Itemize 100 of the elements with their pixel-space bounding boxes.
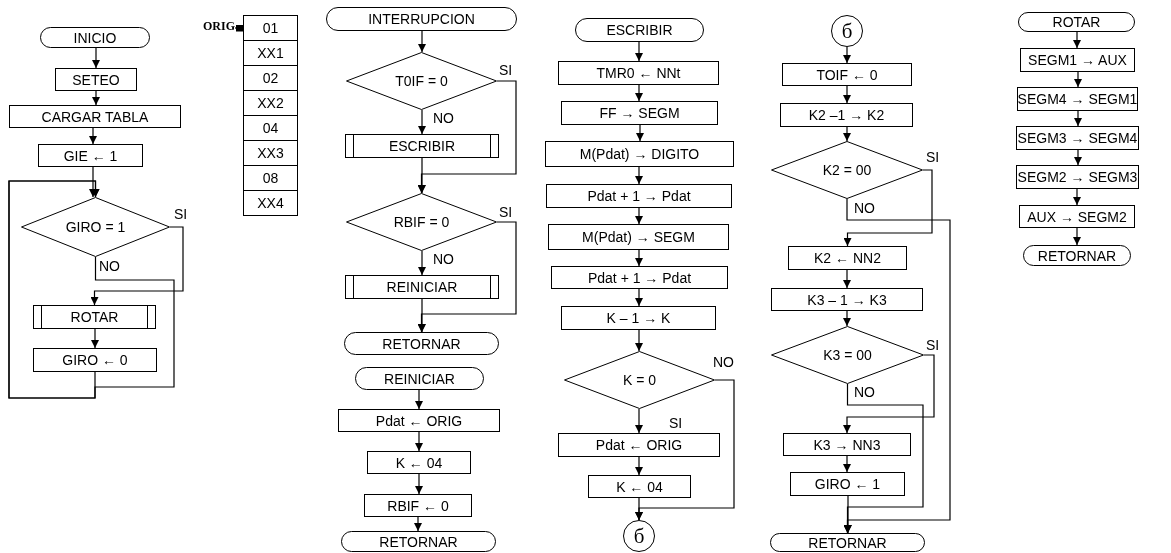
terminal-shape: RETORNAR	[344, 332, 499, 355]
arrow	[1073, 227, 1081, 246]
decision-diamond: T0IF = 0	[346, 52, 497, 110]
process-box: K2 ← NN2	[788, 246, 907, 270]
edge-label: NO	[432, 111, 455, 126]
table-cell: XX4	[243, 190, 298, 216]
arrow	[635, 207, 643, 225]
arrow	[844, 495, 852, 534]
process-box: K – 1 → K	[561, 306, 716, 330]
process-box: AUX → SEGM2	[1019, 205, 1135, 228]
arrow	[418, 250, 426, 276]
process-box: K3 → NN3	[783, 433, 911, 456]
arrow	[415, 473, 423, 495]
arrow	[89, 166, 97, 198]
arrow	[1073, 188, 1081, 206]
process-box: SEGM4 → SEGM1	[1017, 87, 1138, 111]
terminal-shape: ESCRIBIR	[575, 18, 704, 42]
pointer-label: ORIG	[186, 18, 235, 34]
process-box: SEGM3 → SEGM4	[1016, 126, 1139, 150]
arrow	[635, 329, 643, 352]
process-box: GIE ← 1	[38, 144, 143, 167]
terminal-shape: RETORNAR	[1023, 245, 1131, 266]
process-box: Pdat + 1 → Pdat	[546, 184, 732, 208]
arrow	[843, 46, 851, 64]
process-box: CARGAR TABLA	[9, 105, 181, 128]
arrow	[843, 455, 851, 473]
arrow	[635, 408, 643, 434]
arrow	[91, 328, 99, 349]
arrow	[1074, 71, 1082, 88]
process-box: Pdat + 1 → Pdat	[551, 266, 728, 289]
edge-label: SI	[498, 63, 514, 78]
edge-label: NO	[712, 355, 735, 370]
process-box: SEGM2 → SEGM3	[1016, 165, 1139, 189]
edge-label: SI	[925, 338, 941, 353]
arrow	[8, 180, 175, 399]
arrow	[92, 47, 100, 69]
arrow	[635, 497, 643, 521]
subroutine-box: REINICIAR	[345, 275, 499, 299]
connector-circle: б	[831, 15, 863, 47]
process-box: SEGM1 → AUX	[1020, 48, 1135, 72]
arrow	[89, 127, 97, 145]
subroutine-box: ROTAR	[33, 305, 156, 329]
arrow	[635, 166, 643, 185]
arrow	[635, 84, 643, 102]
edge-label: SI	[173, 207, 189, 222]
arrow	[635, 41, 643, 62]
edge-label: SI	[498, 205, 514, 220]
terminal-shape: INICIO	[40, 27, 150, 48]
table-cell: 08	[243, 165, 298, 191]
arrow	[843, 169, 933, 247]
decision-diamond: K2 = 00	[771, 141, 923, 199]
edge-label: NO	[98, 259, 121, 274]
arrow	[418, 298, 426, 333]
arrow	[843, 269, 851, 289]
table-cell: 02	[243, 65, 298, 91]
arrow	[843, 85, 851, 104]
edge-label: SI	[925, 150, 941, 165]
arrow	[843, 383, 924, 534]
table-cell: 01	[243, 15, 298, 41]
terminal-shape: REINICIAR	[355, 367, 484, 390]
process-box: GIRO ← 0	[33, 348, 157, 372]
arrow	[635, 288, 643, 307]
connector-circle: б	[623, 520, 655, 552]
edge-label: NO	[432, 252, 455, 267]
arrow	[418, 30, 426, 53]
subroutine-box: ESCRIBIR	[345, 134, 499, 158]
terminal-shape: ROTAR	[1018, 12, 1135, 32]
arrow	[635, 456, 643, 476]
terminal-shape: RETORNAR	[341, 531, 496, 552]
arrow	[418, 109, 426, 135]
process-box: SETEO	[55, 68, 137, 91]
process-box: TMR0 ← NNt	[558, 61, 719, 85]
arrow	[417, 221, 517, 333]
arrow	[843, 354, 935, 434]
arrow	[635, 249, 643, 267]
process-box: M(Pdat) → DIGITO	[545, 141, 734, 167]
arrow	[843, 126, 851, 142]
arrow	[415, 389, 423, 410]
process-box: K ← 04	[588, 475, 691, 498]
arrow	[1074, 149, 1082, 166]
process-box: M(Pdat) → SEGM	[548, 224, 729, 250]
arrow	[414, 516, 422, 532]
process-box: TOIF ← 0	[782, 63, 912, 86]
process-box: Pdat ← ORIG	[558, 433, 720, 457]
process-box: K3 – 1 → K3	[771, 288, 923, 311]
arrow	[92, 90, 100, 106]
decision-diamond: K3 = 00	[771, 326, 924, 384]
process-box: GIRO ← 1	[790, 472, 905, 496]
process-box: FF → SEGM	[561, 101, 718, 125]
table-cell: 04	[243, 115, 298, 141]
process-box: RBIF ← 0	[364, 494, 472, 517]
arrow	[636, 124, 644, 142]
arrow	[418, 157, 426, 194]
edge-label: SI	[668, 416, 684, 431]
arrow	[90, 226, 184, 306]
arrow	[415, 431, 423, 452]
arrow	[843, 310, 851, 327]
arrow	[417, 80, 517, 194]
arrow	[1074, 110, 1082, 127]
table-cell: XX2	[243, 90, 298, 116]
